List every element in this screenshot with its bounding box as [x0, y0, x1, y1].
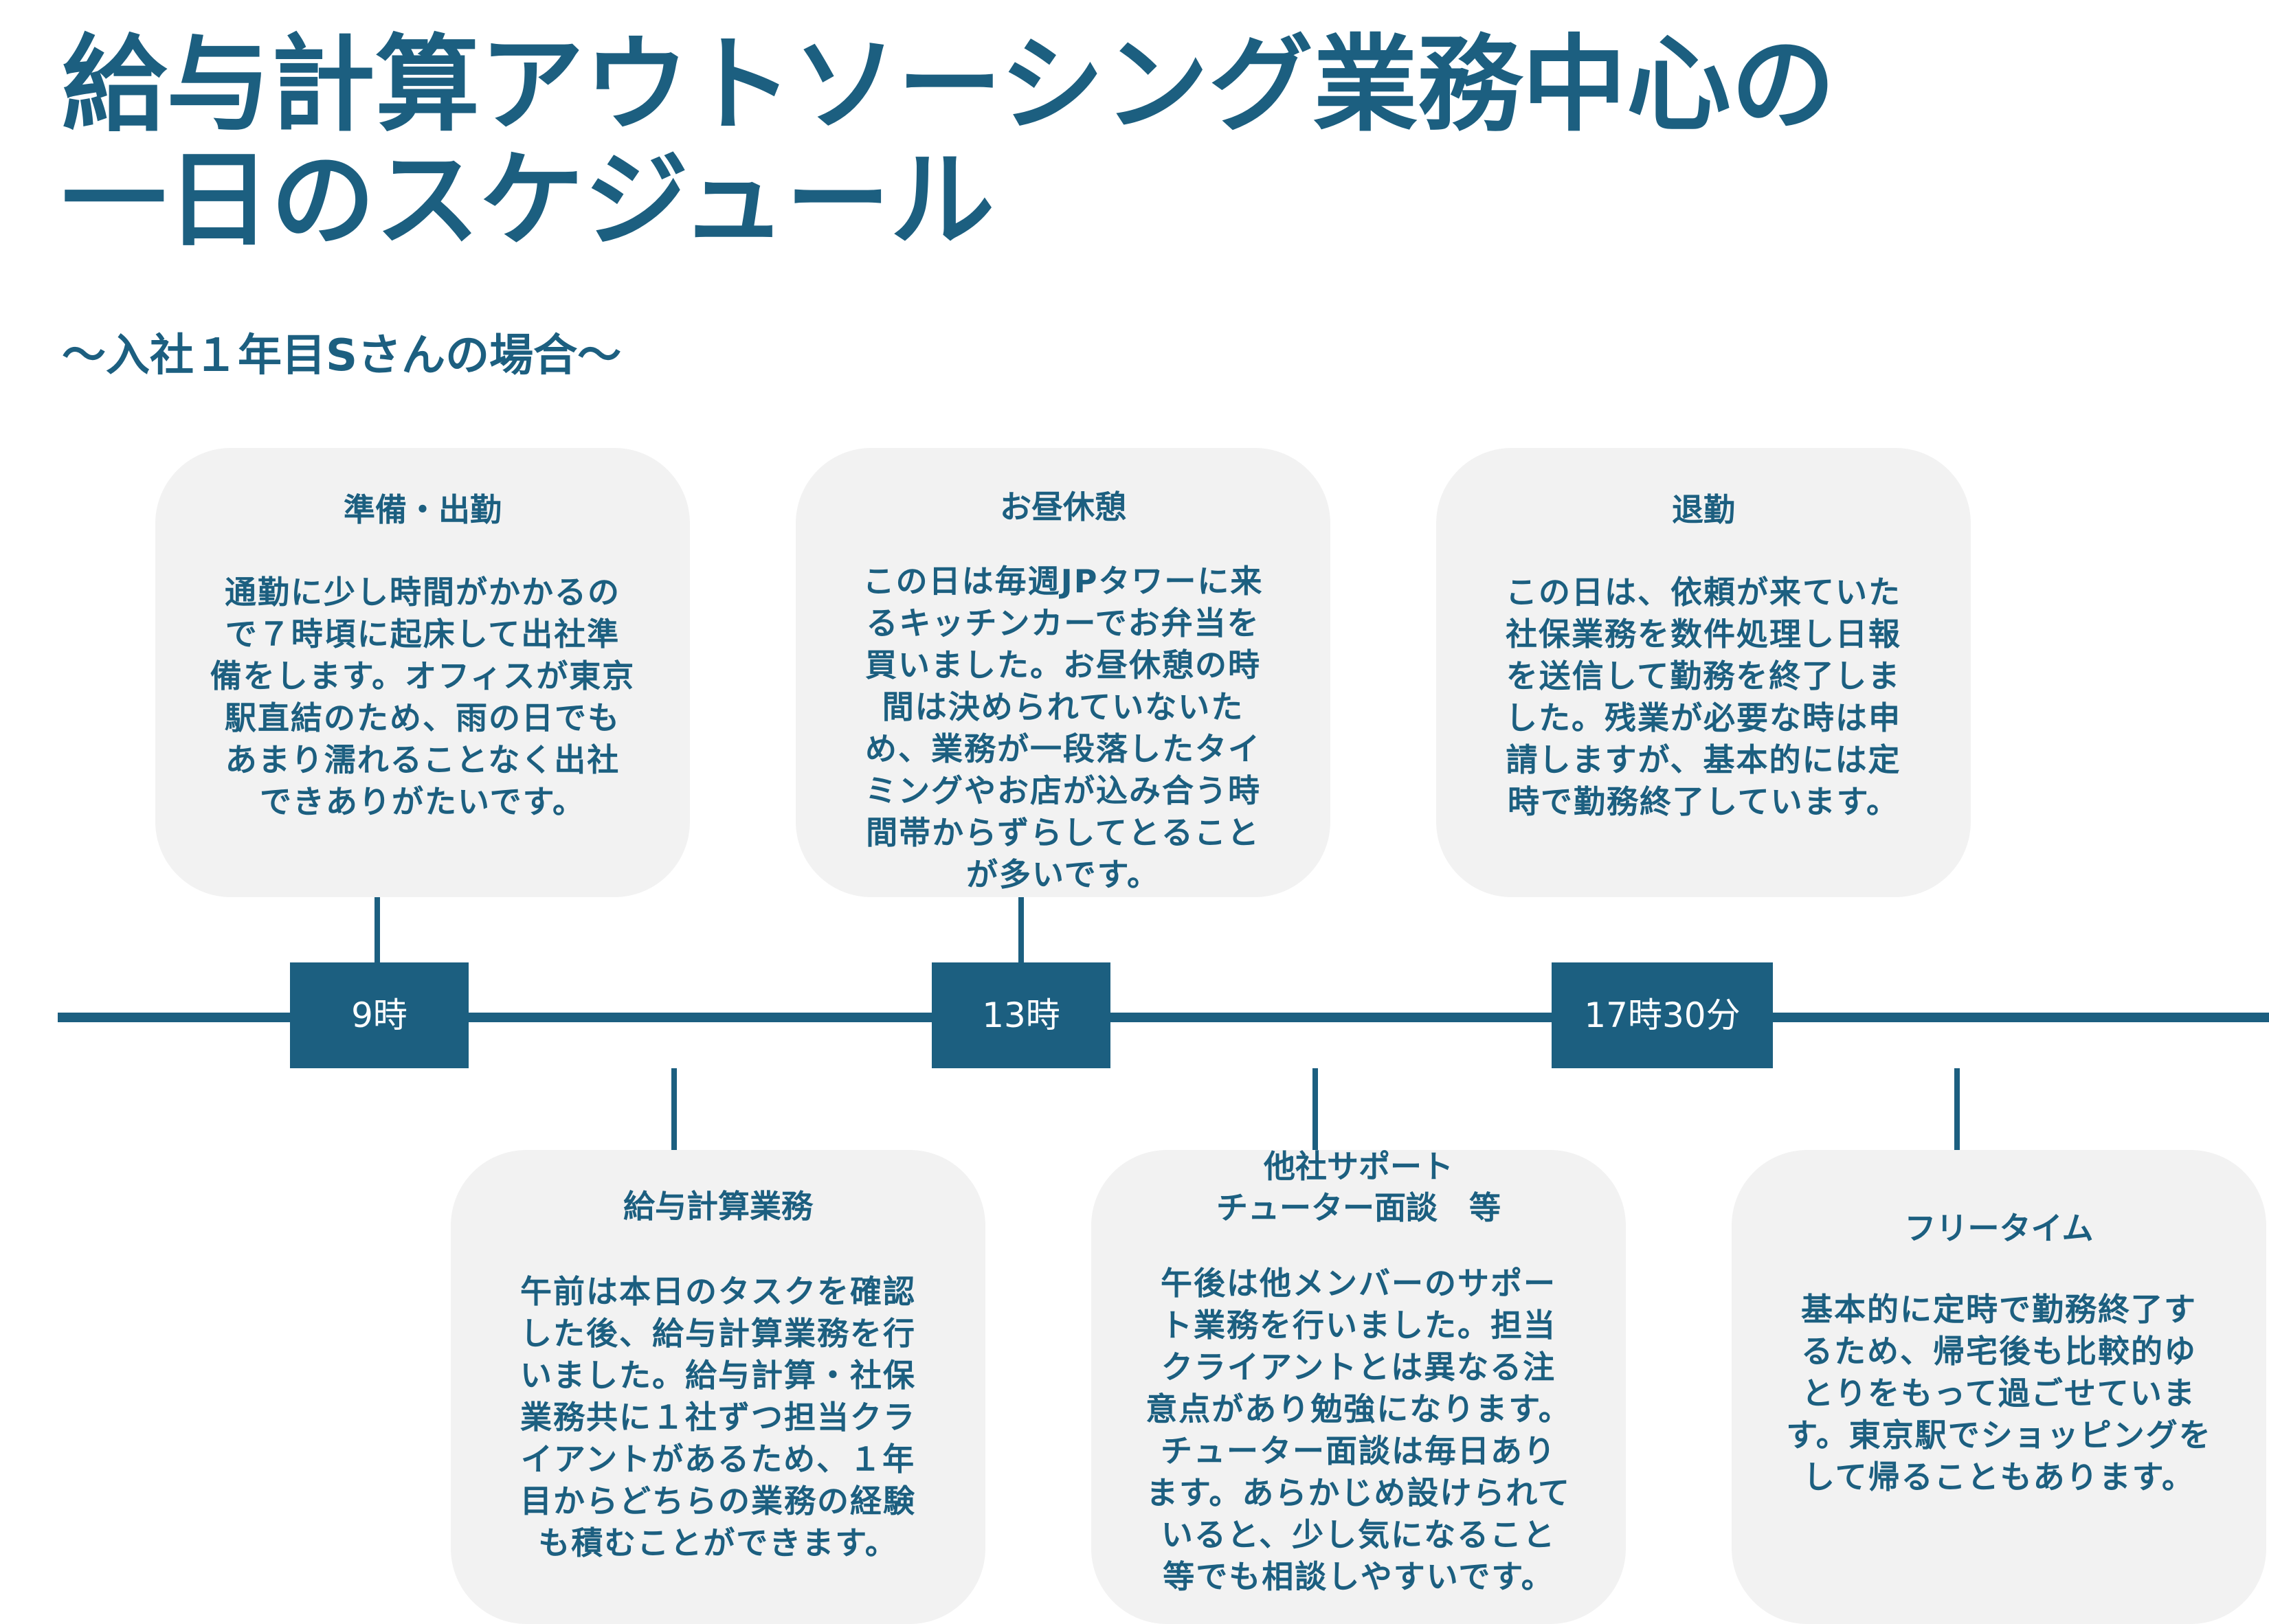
- card-title: お昼休憩: [1000, 488, 1126, 526]
- connector-line: [375, 897, 380, 963]
- time-marker-1730: 17時30分: [1552, 962, 1773, 1068]
- time-marker-13: 13時: [932, 962, 1110, 1068]
- card-payroll-work: 給与計算業務 午前は本日のタスクを確認した後、給与計算業務を行いました。給与計算…: [451, 1150, 985, 1624]
- connector-line: [1018, 897, 1024, 963]
- card-body: 午後は他メンバーのサポート業務を行いました。担当クライアントとは異なる注意点があ…: [1145, 1265, 1572, 1595]
- connector-line: [671, 1068, 677, 1151]
- card-leave-work: 退勤 この日は、依頼が来ていた社保業務を数件処理し日報を送信して勤務を終了しまし…: [1436, 448, 1971, 897]
- connector-line: [1312, 1068, 1318, 1151]
- card-body: 通勤に少し時間がかかるので７時頃に起床して出社準備をします。オフィスが東京駅直結…: [210, 574, 636, 820]
- time-marker-9: 9時: [290, 962, 469, 1068]
- card-title: 退勤: [1672, 491, 1735, 528]
- card-title: 準備・出勤: [344, 491, 502, 528]
- page-title-line-2: 一日のスケジュール: [62, 139, 995, 261]
- card-body: 午前は本日のタスクを確認した後、給与計算業務を行いました。給与計算・社保業務共に…: [520, 1273, 916, 1561]
- card-body: この日は、依頼が来ていた社保業務を数件処理し日報を送信して勤務を終了しました。残…: [1506, 574, 1901, 820]
- connector-line: [1954, 1068, 1960, 1151]
- card-body: この日は毎週JPタワーに来るキッチンカーでお弁当を買いました。お昼休憩の時間は決…: [862, 563, 1264, 893]
- page-subtitle: 〜入社１年目Sさんの場合〜: [62, 330, 622, 381]
- card-support-tutor: 他社サポート チューター面談 等 午後は他メンバーのサポート業務を行いました。担…: [1091, 1148, 1626, 1624]
- card-lunch-break: お昼休憩 この日は毎週JPタワーに来るキッチンカーでお弁当を買いました。お昼休憩…: [796, 448, 1330, 897]
- card-free-time: フリータイム 基本的に定時で勤務終了するため、帰宅後も比較的ゆとりをもって過ごせ…: [1732, 1150, 2266, 1624]
- card-title: 給与計算業務: [623, 1188, 813, 1225]
- card-body: 基本的に定時で勤務終了するため、帰宅後も比較的ゆとりをもって過ごせています。東京…: [1786, 1291, 2212, 1496]
- page-title: 給与計算アウトソーシング業務中心の 一日のスケジュール: [62, 27, 1835, 258]
- page-title-line-1: 給与計算アウトソーシング業務中心の: [62, 24, 1835, 146]
- card-title: 他社サポート チューター面談 等: [1216, 1148, 1501, 1226]
- card-prep-commute: 準備・出勤 通勤に少し時間がかかるので７時頃に起床して出社準備をします。オフィス…: [155, 448, 690, 897]
- card-title: フリータイム: [1904, 1210, 2094, 1247]
